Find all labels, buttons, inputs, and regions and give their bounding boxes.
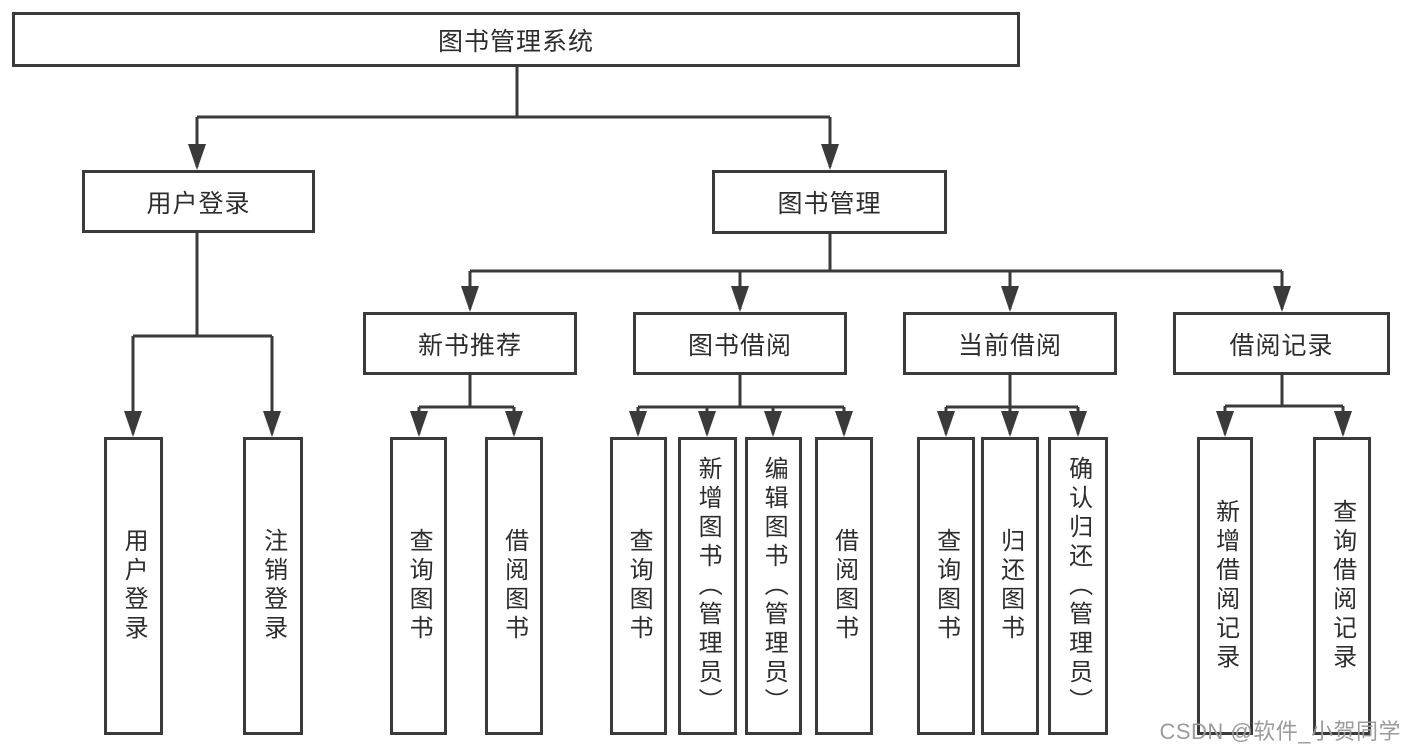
node-root-label: 图书管理系统: [437, 27, 594, 56]
leaf-add-borrow-record: 新增借阅记录: [1197, 437, 1253, 735]
arrowhead-icon: [1001, 286, 1019, 312]
leaf-query-book-recommend: 查询图书: [390, 437, 447, 735]
node-current-borrow-label: 当前借阅: [957, 331, 1062, 360]
arrowhead-icon: [731, 286, 749, 312]
arrowhead-icon: [764, 411, 782, 437]
leaf-borrow-book-recommend-label: 借阅图书: [500, 528, 528, 644]
leaf-query-borrow-record: 查询借阅记录: [1313, 437, 1371, 735]
arrowhead-icon: [835, 411, 853, 437]
connector-book-mgmt-to-level2: [468, 234, 1284, 309]
leaf-logout: 注销登录: [243, 437, 303, 735]
leaf-query-book-label: 查询图书: [625, 528, 653, 644]
arrowhead-icon: [124, 411, 142, 437]
leaf-query-current-borrow: 查询图书: [917, 437, 975, 735]
arrowheads: [124, 144, 1352, 437]
arrowhead-icon: [1001, 411, 1019, 437]
arrowhead-icon: [1069, 411, 1087, 437]
connector-book-borrow-to-leaves: [636, 375, 846, 434]
connector-borrow-record-to-leaves: [1223, 375, 1345, 434]
leaf-query-book-recommend-label: 查询图书: [405, 528, 433, 644]
arrowhead-icon: [1334, 411, 1352, 437]
node-user-login: 用户登录: [82, 170, 315, 233]
node-user-login-label: 用户登录: [146, 189, 251, 218]
leaf-user-login-label: 用户登录: [120, 528, 148, 644]
arrowhead-icon: [188, 144, 206, 170]
leaf-add-borrow-record-label: 新增借阅记录: [1211, 499, 1239, 673]
node-root: 图书管理系统: [12, 12, 1020, 67]
arrowhead-icon: [629, 411, 647, 437]
leaf-query-current-borrow-label: 查询图书: [932, 528, 960, 644]
leaf-borrow-book-label: 借阅图书: [830, 528, 858, 644]
arrowhead-icon: [461, 286, 479, 312]
node-current-borrow: 当前借阅: [903, 312, 1117, 375]
arrowhead-icon: [505, 411, 523, 437]
leaf-confirm-return-admin-label: 确认归还（管理员）: [1064, 455, 1092, 717]
arrowhead-icon: [1216, 411, 1234, 437]
leaf-borrow-book-recommend: 借阅图书: [485, 437, 543, 735]
arrowhead-icon: [821, 144, 839, 170]
leaf-confirm-return-admin: 确认归还（管理员）: [1048, 437, 1108, 735]
node-book-borrow-label: 图书借阅: [687, 331, 792, 360]
node-new-book-recommend-label: 新书推荐: [417, 331, 522, 360]
leaf-logout-label: 注销登录: [259, 528, 287, 644]
arrowhead-icon: [410, 411, 428, 437]
connector-lines: [131, 66, 1345, 434]
node-book-management-label: 图书管理: [777, 190, 882, 218]
leaf-return-book: 归还图书: [981, 437, 1039, 735]
arrowhead-icon: [698, 411, 716, 437]
connector-root-to-level1: [195, 66, 832, 167]
leaf-query-book: 查询图书: [610, 437, 667, 735]
node-borrow-record-label: 借阅记录: [1229, 331, 1334, 360]
leaf-query-borrow-record-label: 查询借阅记录: [1328, 499, 1356, 673]
leaf-edit-book-admin: 编辑图书（管理员）: [745, 437, 802, 735]
leaf-user-login: 用户登录: [104, 437, 163, 735]
leaf-borrow-book: 借阅图书: [815, 437, 873, 735]
leaf-add-book-admin: 新增图书（管理员）: [678, 437, 737, 735]
node-borrow-record: 借阅记录: [1173, 312, 1390, 375]
connector-user-login-to-leaves: [131, 233, 274, 434]
node-book-borrow: 图书借阅: [633, 312, 847, 375]
watermark: CSDN @软件_小贺同学: [1159, 719, 1401, 744]
leaf-return-book-label: 归还图书: [996, 528, 1024, 644]
node-book-management: 图书管理: [712, 170, 947, 234]
leaf-add-book-admin-label: 新增图书（管理员）: [694, 455, 722, 717]
leaf-edit-book-admin-label: 编辑图书（管理员）: [760, 455, 788, 717]
node-new-book-recommend: 新书推荐: [363, 312, 577, 375]
arrowhead-icon: [263, 411, 281, 437]
arrowhead-icon: [937, 411, 955, 437]
connector-new-book-to-leaves: [417, 375, 516, 434]
arrowhead-icon: [1273, 286, 1291, 312]
